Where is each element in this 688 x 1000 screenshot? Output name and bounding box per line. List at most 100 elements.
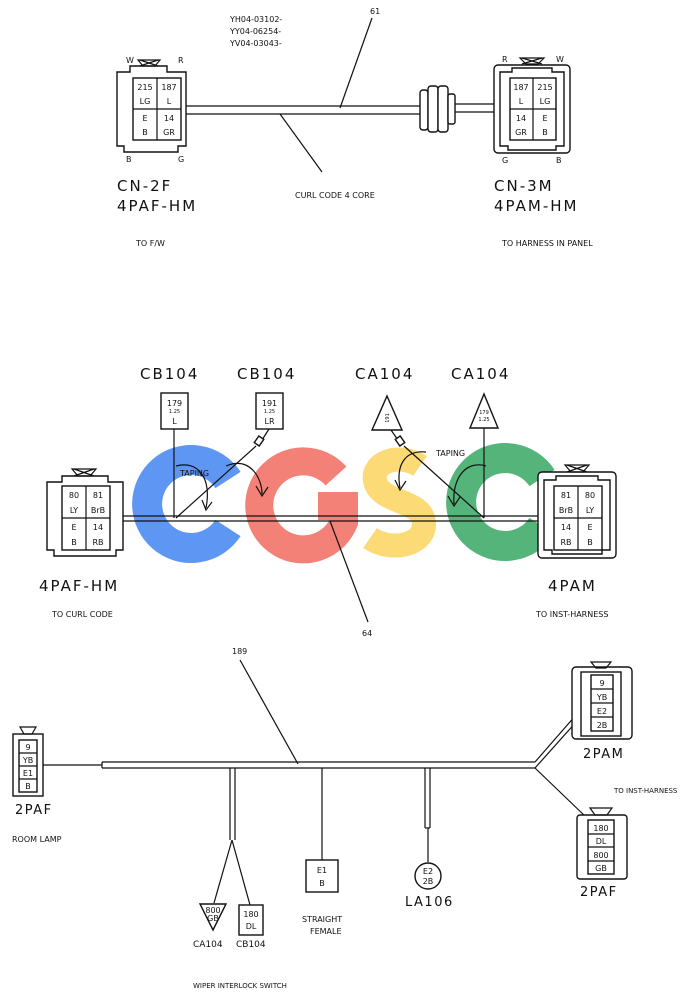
terminal-size: 1.25	[478, 417, 489, 423]
cell-text: E	[542, 114, 547, 123]
connector-2paf-room-lamp: 9 YB E1 B	[12, 726, 44, 797]
watermark-letter-c-green	[446, 443, 555, 561]
cell-text: RB	[92, 538, 103, 547]
taping-label-left: TAPING	[179, 469, 209, 478]
destination-to-fw: TO F/W	[135, 239, 165, 248]
label-ca104: CA104	[193, 940, 223, 950]
label-female: FEMALE	[310, 927, 342, 936]
connector-cn-2f: W R 215 187 LG L E 14 B GR B G	[116, 56, 187, 164]
connector-type-2pam: 2PAM	[583, 747, 624, 762]
terminal-size: 1.25	[169, 409, 180, 415]
cell-text: 800	[593, 851, 608, 860]
cell-text: LY	[586, 506, 594, 515]
destination-harness-in-panel: TO HARNESS IN PANEL	[501, 239, 593, 248]
cell-text: B	[25, 782, 31, 791]
terminal-ca104-191: 191	[370, 394, 485, 519]
label-straight: STRAIGHT	[302, 915, 342, 924]
cell-text: BrB	[559, 506, 573, 515]
connector-type-4pam: 4PAM	[548, 577, 597, 595]
watermark-letter-c-blue	[132, 445, 241, 563]
terminal-number: 179	[167, 399, 182, 408]
cell-text: 80	[585, 491, 595, 500]
terminal-number: 191	[385, 413, 391, 423]
connector-type-4paf-hm: 4PAF-HM	[39, 577, 119, 595]
terminal-cb104-179: 179 1.25 L	[160, 392, 189, 518]
section-curl-cord: YH04-03102- YY04-06254- YV04-03043- 61 C…	[116, 7, 593, 248]
connector-4paf-hm-left: 80 81 LY BrB E 14 B RB	[46, 468, 124, 557]
label-cb104: CB104	[236, 940, 266, 950]
cell-text: E1	[23, 769, 33, 778]
watermark-letter-g-red	[245, 447, 358, 564]
terminal-color: L	[172, 417, 177, 426]
connector-name-cn-2f: CN-2F	[117, 177, 172, 195]
terminal-number: 179	[479, 410, 489, 416]
section-harness-189: 189 9 YB E1 B 2PAF ROOM LAMP 800	[12, 647, 678, 990]
terminal-number: 800	[205, 906, 220, 915]
pin-label-g-right: G	[502, 156, 508, 165]
leader-line-61	[339, 17, 373, 109]
cell-text: 9	[25, 743, 30, 752]
wire-to-ca104	[213, 839, 233, 904]
terminal-color: GB	[207, 914, 219, 923]
pin-label-b-right: B	[556, 156, 562, 165]
connector-type-4paf-hm: 4PAF-HM	[117, 197, 197, 215]
taping-arrow-left-2	[225, 463, 263, 495]
taping-arrow-right-2	[453, 464, 487, 505]
cell-text: 14	[561, 523, 571, 532]
cell-text: GR	[163, 128, 175, 137]
cell-text: B	[142, 128, 148, 137]
cell-text: B	[587, 538, 593, 547]
terminal-number: 191	[262, 399, 277, 408]
arrowhead	[255, 485, 269, 498]
destination-room-lamp: ROOM LAMP	[12, 835, 62, 844]
watermark-letter-s-yellow	[362, 447, 437, 558]
cell-text: E	[142, 114, 147, 123]
terminal-ca104-179: 179 1.25	[468, 392, 500, 518]
cell-text: 180	[593, 824, 608, 833]
leader-line-189	[239, 659, 299, 765]
cell-text: 14	[516, 114, 526, 123]
cell-text: 215	[137, 83, 152, 92]
curl-code-label: CURL CODE 4 CORE	[295, 191, 375, 200]
cell-text: 187	[513, 83, 528, 92]
label-ca104-2: CA104	[451, 365, 510, 383]
section-inst-harness-sub: CB104 CB104 CA104 CA104 179 1.25 L 191 1…	[39, 365, 617, 638]
taping-arrow-right-1	[398, 451, 427, 489]
cell-text: YB	[22, 756, 33, 765]
terminal-number: 180	[243, 910, 258, 919]
pin-label-w-right: W	[556, 55, 564, 64]
connector-type-2paf-left: 2PAF	[15, 803, 53, 818]
cgsc-watermark	[132, 443, 555, 564]
cell-text: RB	[560, 538, 571, 547]
label-ca104-1: CA104	[355, 365, 414, 383]
label-la106: LA106	[405, 895, 454, 910]
arrowhead	[447, 495, 461, 508]
terminal-color: 2B	[423, 877, 434, 886]
cell-text: 14	[164, 114, 174, 123]
terminal-color: LR	[264, 417, 274, 426]
connector-type-2paf-right: 2PAF	[580, 885, 618, 900]
cell-text: YB	[596, 693, 607, 702]
cell-text: 14	[93, 523, 103, 532]
terminal-ca104-800: 800 GB	[198, 903, 228, 932]
cell-text: L	[167, 97, 172, 106]
connector-name-cn-3m: CN-3M	[494, 177, 554, 195]
terminal-la106: E2 2B	[414, 862, 442, 890]
leader-line-64	[329, 520, 369, 623]
wire-to-cb104	[231, 839, 251, 906]
terminal-number: E2	[423, 867, 433, 876]
pin-label-r-right: R	[502, 55, 508, 64]
destination-to-curl-code: TO CURL CODE	[51, 610, 113, 619]
terminal-size: 1.25	[264, 409, 275, 415]
branch-bottom-right	[534, 767, 587, 818]
arrowhead	[201, 499, 213, 512]
part-number-2: YY04-06254-	[229, 27, 281, 36]
cell-text: 81	[93, 491, 103, 500]
terminal-straight-female: E1 B	[305, 859, 339, 893]
cell-text: L	[519, 97, 524, 106]
connector-4pam-right: 81 80 BrB LY 14 E RB B	[537, 464, 617, 559]
destination-to-inst-harness-2: TO INST-HARNESS	[613, 787, 678, 795]
cell-text: 215	[537, 83, 552, 92]
cell-text: DL	[596, 837, 607, 846]
